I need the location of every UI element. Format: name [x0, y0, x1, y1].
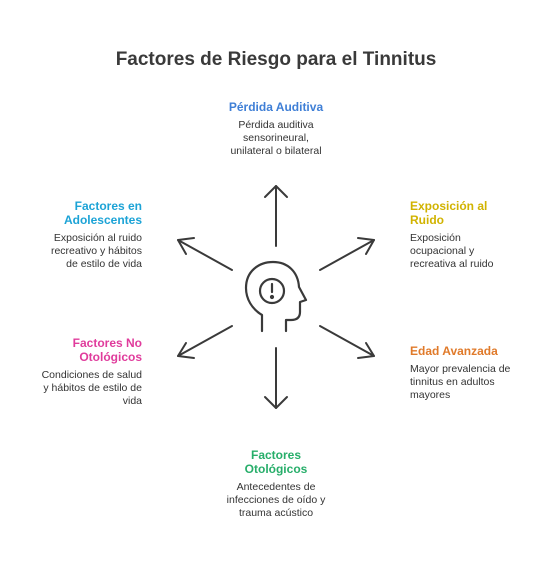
- node-otologicos-desc: Antecedentes de infecciones de oído y tr…: [196, 481, 356, 520]
- node-factores-no-otologicos: Factores No Otológicos Condiciones de sa…: [12, 336, 142, 408]
- node-perdida-desc: Pérdida auditiva sensorineural, unilater…: [196, 119, 356, 158]
- desc-line: ocupacional y: [410, 245, 475, 257]
- node-adolescentes-desc: Exposición al ruido recreativo y hábitos…: [12, 232, 142, 271]
- desc-line: unilateral o bilateral: [230, 145, 322, 157]
- node-exposicion-desc: Exposición ocupacional y recreativa al r…: [410, 232, 540, 271]
- desc-line: Exposición: [410, 232, 461, 244]
- desc-line: Antecedentes de: [236, 481, 316, 493]
- arrow-down-icon: [264, 347, 288, 409]
- desc-line: infecciones de oído y: [226, 494, 326, 506]
- page-title: Factores de Riesgo para el Tinnitus: [115, 49, 437, 70]
- desc-line: Pérdida auditiva: [238, 119, 314, 131]
- desc-line: trauma acústico: [238, 507, 314, 519]
- arrow-up-icon: [264, 185, 288, 247]
- node-no-otologicos-desc: Condiciones de salud y hábitos de estilo…: [12, 369, 142, 408]
- title-line: Otológicos: [79, 350, 142, 364]
- node-otologicos-title: Factores Otológicos: [196, 448, 356, 476]
- node-edad-title: Edad Avanzada: [410, 344, 498, 358]
- title-line: Factores No: [72, 336, 142, 350]
- title-line: Adolescentes: [63, 213, 142, 227]
- node-exposicion-ruido: Exposición al Ruido Exposición ocupacion…: [410, 199, 540, 271]
- arrow-lower-right-icon: [319, 325, 375, 359]
- node-edad-avanzada: Edad Avanzada Mayor prevalencia de tinni…: [410, 344, 540, 402]
- desc-line: Mayor prevalencia de: [410, 363, 511, 375]
- desc-line: sensorineural,: [243, 132, 309, 144]
- title-line: Otológicos: [244, 462, 308, 476]
- title-line: Factores: [250, 448, 302, 462]
- node-exposicion-title: Exposición al Ruido: [410, 199, 540, 227]
- node-factores-adolescentes: Factores en Adolescentes Exposición al r…: [12, 199, 142, 271]
- desc-line: Exposición al ruido: [53, 232, 142, 244]
- node-adolescentes-title: Factores en Adolescentes: [12, 199, 142, 227]
- desc-line: tinnitus en adultos: [410, 376, 495, 388]
- title-line: Factores en: [74, 199, 142, 213]
- head-alert-icon: [244, 260, 308, 333]
- desc-line: vida: [122, 395, 142, 407]
- arrow-upper-left-icon: [177, 237, 233, 271]
- desc-line: y hábitos de estilo de: [43, 382, 142, 394]
- desc-line: Condiciones de salud: [41, 369, 142, 381]
- node-no-otologicos-title: Factores No Otológicos: [12, 336, 142, 364]
- title-line: Exposición al: [410, 199, 488, 213]
- node-perdida-auditiva: Pérdida Auditiva Pérdida auditiva sensor…: [196, 100, 356, 158]
- node-perdida-title: Pérdida Auditiva: [228, 100, 324, 114]
- node-factores-otologicos: Factores Otológicos Antecedentes de infe…: [196, 448, 356, 520]
- title-line: Ruido: [410, 213, 444, 227]
- arrow-lower-left-icon: [177, 325, 233, 359]
- desc-line: recreativa al ruido: [410, 258, 494, 270]
- desc-line: recreativo y hábitos: [50, 245, 142, 257]
- desc-line: mayores: [410, 389, 451, 401]
- arrow-upper-right-icon: [319, 237, 375, 271]
- desc-line: de estilo de vida: [66, 258, 142, 270]
- node-edad-desc: Mayor prevalencia de tinnitus en adultos…: [410, 363, 540, 402]
